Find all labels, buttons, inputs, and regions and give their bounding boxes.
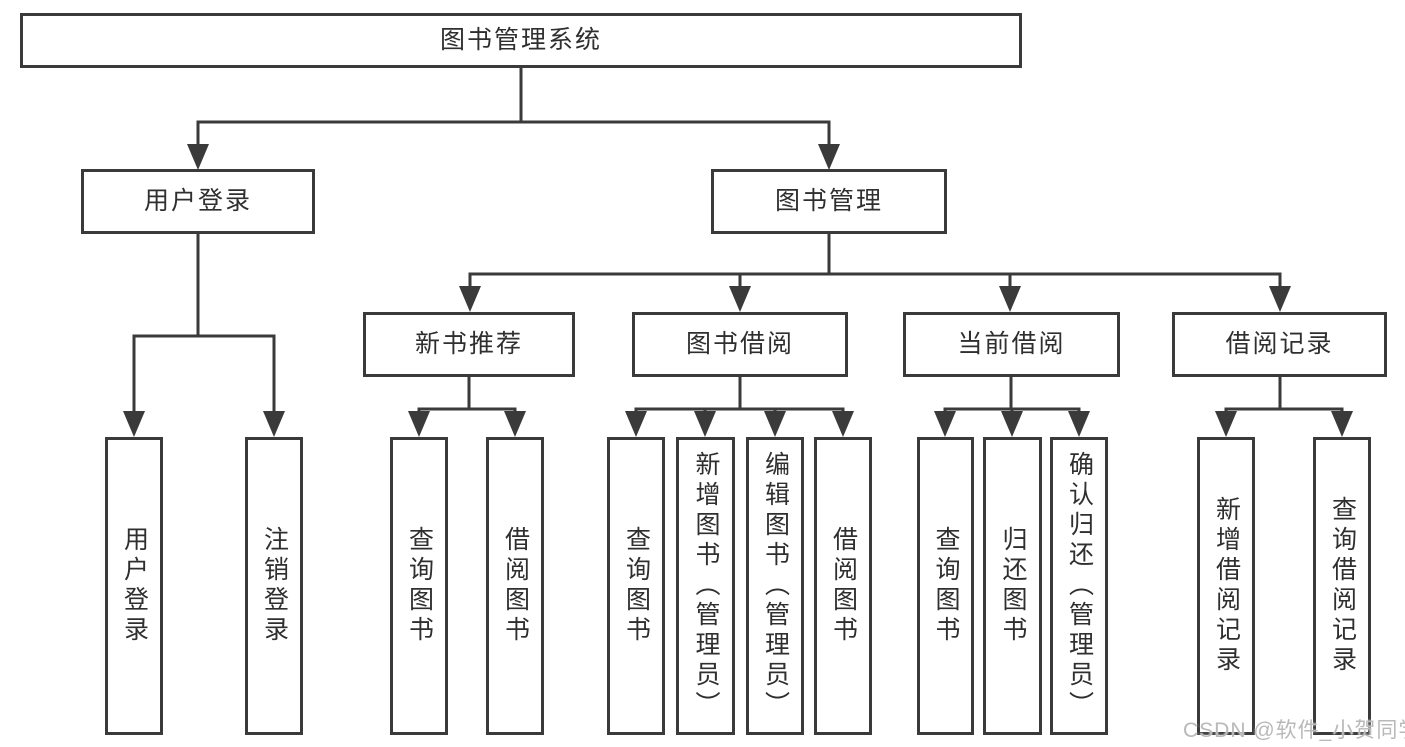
node-leaf-add-book-admin: 新增图书（管理员） xyxy=(676,437,735,735)
node-group-current-borrowing: 当前借阅 xyxy=(903,312,1120,377)
node-label: 借阅图书 xyxy=(829,526,858,646)
node-label: 查询图书 xyxy=(405,526,434,646)
node-label: 当前借阅 xyxy=(957,330,1066,358)
node-label: 新书推荐 xyxy=(414,330,523,358)
node-group-borrowing-records: 借阅记录 xyxy=(1172,312,1387,377)
node-leaf-query-books-current: 查询图书 xyxy=(917,437,974,735)
node-label: 确认归还（管理员） xyxy=(1065,451,1094,721)
node-label: 借阅记录 xyxy=(1225,330,1334,358)
node-root-book-management-system: 图书管理系统 xyxy=(20,13,1022,68)
node-label: 用户登录 xyxy=(143,187,252,215)
node-leaf-user-login: 用户登录 xyxy=(105,437,163,735)
node-leaf-query-books-borrow: 查询图书 xyxy=(607,437,665,735)
node-leaf-borrow-books-recommend: 借阅图书 xyxy=(486,437,544,735)
node-leaf-logout: 注销登录 xyxy=(245,437,303,735)
node-label: 图书管理 xyxy=(774,187,883,215)
node-leaf-edit-book-admin: 编辑图书（管理员） xyxy=(746,437,804,735)
node-group-new-book-recommend: 新书推荐 xyxy=(363,312,575,377)
node-label: 查询借阅记录 xyxy=(1328,496,1357,676)
node-label: 新增借阅记录 xyxy=(1212,496,1241,676)
node-label: 图书借阅 xyxy=(685,330,794,358)
node-label: 归还图书 xyxy=(999,526,1027,646)
node-label: 注销登录 xyxy=(260,526,289,646)
node-label: 编辑图书（管理员） xyxy=(761,451,790,721)
node-leaf-confirm-return-admin: 确认归还（管理员） xyxy=(1050,437,1108,735)
node-branch-user-login: 用户登录 xyxy=(81,169,315,234)
node-leaf-borrow-books: 借阅图书 xyxy=(814,437,872,735)
node-leaf-query-books-recommend: 查询图书 xyxy=(390,437,448,735)
node-group-book-borrowing: 图书借阅 xyxy=(632,312,848,377)
node-label: 借阅图书 xyxy=(501,526,530,646)
node-label: 查询图书 xyxy=(932,526,960,646)
node-leaf-return-books: 归还图书 xyxy=(983,437,1042,735)
node-label: 新增图书（管理员） xyxy=(692,451,720,721)
node-leaf-query-borrow-record: 查询借阅记录 xyxy=(1313,437,1371,735)
csdn-watermark: CSDN @软件_小贺同学 xyxy=(1183,719,1405,742)
node-label: 用户登录 xyxy=(120,526,149,646)
node-label: 图书管理系统 xyxy=(439,26,602,54)
node-branch-book-management: 图书管理 xyxy=(711,169,947,234)
node-leaf-add-borrow-record: 新增借阅记录 xyxy=(1197,437,1255,735)
node-label: 查询图书 xyxy=(622,526,651,646)
